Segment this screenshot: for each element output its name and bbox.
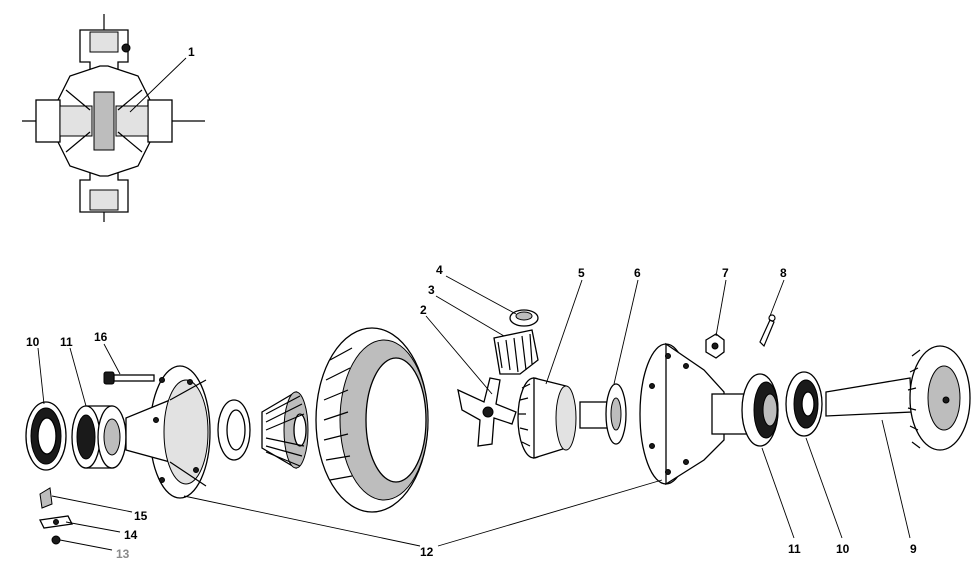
part-8-cotter-pin bbox=[759, 314, 776, 348]
part-14-tab-washer bbox=[39, 515, 73, 529]
leader-lines bbox=[37, 57, 911, 551]
label-2: 2 bbox=[420, 303, 427, 317]
part-4-washer bbox=[509, 309, 539, 327]
label-4: 4 bbox=[436, 263, 443, 277]
part-2-spider bbox=[457, 377, 517, 447]
part-10-right-bearing-race bbox=[785, 371, 823, 437]
part-10-left-bearing-race bbox=[25, 401, 67, 471]
label-13: 13 bbox=[116, 547, 130, 561]
label-6: 6 bbox=[634, 266, 641, 280]
label-9: 9 bbox=[910, 542, 917, 556]
part-13-screw bbox=[51, 535, 61, 545]
label-15: 15 bbox=[134, 509, 148, 523]
part-16-bolt bbox=[103, 371, 155, 385]
part-7-nut bbox=[705, 333, 725, 359]
label-11-right: 11 bbox=[788, 542, 801, 556]
side-gear-left bbox=[261, 391, 309, 469]
part-3-pinion bbox=[493, 329, 539, 375]
label-10-left: 10 bbox=[26, 335, 40, 349]
label-14: 14 bbox=[124, 528, 138, 542]
part-6-washer bbox=[579, 383, 627, 445]
part-12-right-case-half bbox=[639, 342, 753, 486]
part-11-right-bearing bbox=[741, 373, 779, 447]
part-5-side-gear bbox=[517, 377, 577, 459]
part-11-left-bearing bbox=[71, 405, 127, 469]
thrust-washer-left bbox=[217, 399, 251, 461]
label-12: 12 bbox=[420, 545, 434, 559]
part-9-output-shaft-gear bbox=[825, 345, 971, 451]
label-1: 1 bbox=[188, 45, 195, 59]
part-15-lock-plate bbox=[39, 487, 53, 509]
label-3: 3 bbox=[428, 283, 435, 297]
label-16: 16 bbox=[94, 330, 108, 344]
label-11-left: 11 bbox=[60, 335, 73, 349]
label-7: 7 bbox=[722, 266, 729, 280]
label-5: 5 bbox=[578, 266, 585, 280]
part-12-left-case-half bbox=[125, 365, 211, 499]
label-10-right: 10 bbox=[836, 542, 850, 556]
section-view bbox=[22, 14, 205, 222]
label-8: 8 bbox=[780, 266, 787, 280]
ring-gear bbox=[315, 327, 429, 513]
part-labels: 1 2 3 4 5 6 7 8 9 10 11 16 15 14 13 12 1… bbox=[26, 45, 917, 561]
